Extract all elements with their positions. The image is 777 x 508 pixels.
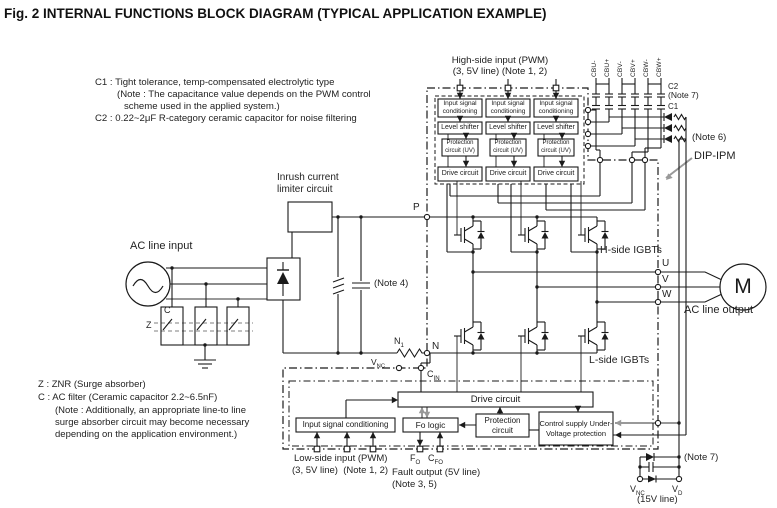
terminal-vd <box>675 475 683 483</box>
note-c1-line1: C1 : Tight tolerance, temp-compensated e… <box>95 77 335 88</box>
block-level-shifter-w: Level shifter <box>537 123 575 131</box>
p-terminal-label: P <box>413 202 420 213</box>
bootstrap-cap-network <box>588 78 665 160</box>
figure-title: Fig. 2 INTERNAL FUNCTIONS BLOCK DIAGRAM … <box>4 6 547 21</box>
block-fo-logic: Fo logic <box>415 419 446 430</box>
high-side-input-label-1: High-side input (PWM) <box>451 54 549 66</box>
block-drive-circuit-u: Drive circuit <box>441 169 479 177</box>
ac-source-symbol <box>125 261 171 307</box>
v-label: V <box>662 274 669 285</box>
fo-terminal-label: FO <box>410 453 421 466</box>
fault-output-label-1: Fault output (5V line) <box>392 467 481 478</box>
block-protection-uv-w: Protection circuit (UV) <box>541 140 571 154</box>
block-protection-circuit: Protection circuit <box>484 415 521 435</box>
n-terminal-label: N <box>432 341 440 352</box>
note-c-line: C : AC filter (Ceramic capacitor 2.2~6.5… <box>38 392 218 403</box>
w-label: W <box>662 289 672 300</box>
terminal-n <box>423 349 431 357</box>
block-level-shifter-v: Level shifter <box>489 123 527 131</box>
c1-label: C1 <box>668 102 679 111</box>
bootstrap-cap-label-cbu-plus: CBU+ <box>604 58 611 77</box>
vnc-bottom-label: VNC <box>630 484 645 497</box>
motor-symbol <box>719 263 767 311</box>
block-input-signal-conditioning-u: Input signal conditioning <box>442 99 478 115</box>
note-c-note1: (Note : Additionally, an appropriate lin… <box>55 405 246 416</box>
terminal-v <box>654 283 662 291</box>
note-c-note2: surge absorber circuit may become necess… <box>55 417 250 428</box>
block-protection-uv-v: Protection circuit (UV) <box>493 140 523 154</box>
fault-output-label-2: (Note 3, 5) <box>392 479 437 490</box>
note-c-note3: depending on the application environment… <box>55 429 238 440</box>
cin-label: CIN <box>427 369 440 382</box>
bootstrap-cap-label-cbw-plus: CBW+ <box>656 57 663 77</box>
block-input-signal-conditioning-low: Input signal conditioning <box>302 420 389 429</box>
component-symbols <box>125 113 767 483</box>
vd-label: VD <box>672 484 683 497</box>
block-drive-circuit-w: Drive circuit <box>537 169 575 177</box>
note-c1-line3: scheme used in the applied system.) <box>124 101 280 112</box>
block-control-supply-uv: Control supply Under-Voltage protection <box>539 419 613 438</box>
u-label: U <box>662 258 670 269</box>
motor-m-label: M <box>734 274 752 298</box>
h-side-igbts-label: H-side IGBTs <box>600 244 662 256</box>
terminal-cin <box>417 364 425 372</box>
ac-line-input-label: AC line input <box>130 240 193 252</box>
bootstrap-cap-label-cbv-minus: CBV- <box>617 61 624 77</box>
note6-label: (Note 6) <box>692 132 727 143</box>
bootstrap-cap-label-cbw-minus: CBW- <box>643 58 650 77</box>
terminal-markers <box>313 84 683 483</box>
inrush-label-1: Inrush current <box>277 172 339 183</box>
block-drive-circuit-v: Drive circuit <box>489 169 527 177</box>
dip-ipm-label: DIP-IPM <box>694 150 736 162</box>
block-level-shifter-u: Level shifter <box>441 123 479 131</box>
c-filter-label: C <box>164 305 171 315</box>
note7-top-label: (Note 7) <box>668 90 699 100</box>
junction-dots <box>170 215 681 469</box>
terminal-u <box>654 268 662 276</box>
l-side-igbts-label: L-side IGBTs <box>589 354 650 366</box>
ac-filter-cap-dashes <box>154 322 253 332</box>
block-input-signal-conditioning-v: Input signal conditioning <box>490 99 526 115</box>
vnc-left-label: VNC <box>371 357 385 370</box>
n1-label: N1 <box>394 336 404 349</box>
bootstrap-cap-label-cbu-minus: CBU- <box>591 60 598 77</box>
note4-label: (Note 4) <box>374 278 409 289</box>
terminal-p <box>423 213 431 221</box>
rectifier-diode-icon <box>277 262 289 296</box>
note7-bottom-label: (Note 7) <box>684 452 719 463</box>
z-znr-label: Z <box>146 320 152 330</box>
inrush-label-2: limiter circuit <box>277 184 333 195</box>
block-rects <box>266 98 614 446</box>
terminal-vnc-bottom <box>636 475 644 483</box>
sine-wave-icon <box>132 278 164 294</box>
note-c2-line: C2 : 0.22~2μF R-category ceramic capacit… <box>95 113 357 124</box>
low-side-input-label-2: (3, 5V line) (Note 1, 2) <box>292 465 389 476</box>
terminal-w <box>654 298 662 306</box>
v15-line-label: (15V line) <box>637 494 678 505</box>
c2-label: C2 <box>668 82 679 91</box>
terminal-vnc-left <box>395 364 403 372</box>
block-protection-uv-u: Protection circuit (UV) <box>445 140 475 154</box>
supply-diode-cap-network <box>639 453 679 483</box>
note-c1-line2: (Note : The capacitance value depends on… <box>117 89 371 100</box>
block-input-signal-conditioning-w: Input signal conditioning <box>538 99 574 115</box>
low-side-input-label-1: Low-side input (PWM) <box>294 453 388 464</box>
note-z-line: Z : ZNR (Surge absorber) <box>38 379 146 390</box>
bootstrap-cap-label-cbv-plus: CBV+ <box>630 59 637 77</box>
cfo-terminal-label: CFO <box>428 453 443 466</box>
ac-line-output-label: AC line output <box>684 304 754 316</box>
block-drive-circuit-low: Drive circuit <box>470 393 521 405</box>
high-side-input-label-2: (3, 5V line) (Note 1, 2) <box>452 65 548 77</box>
